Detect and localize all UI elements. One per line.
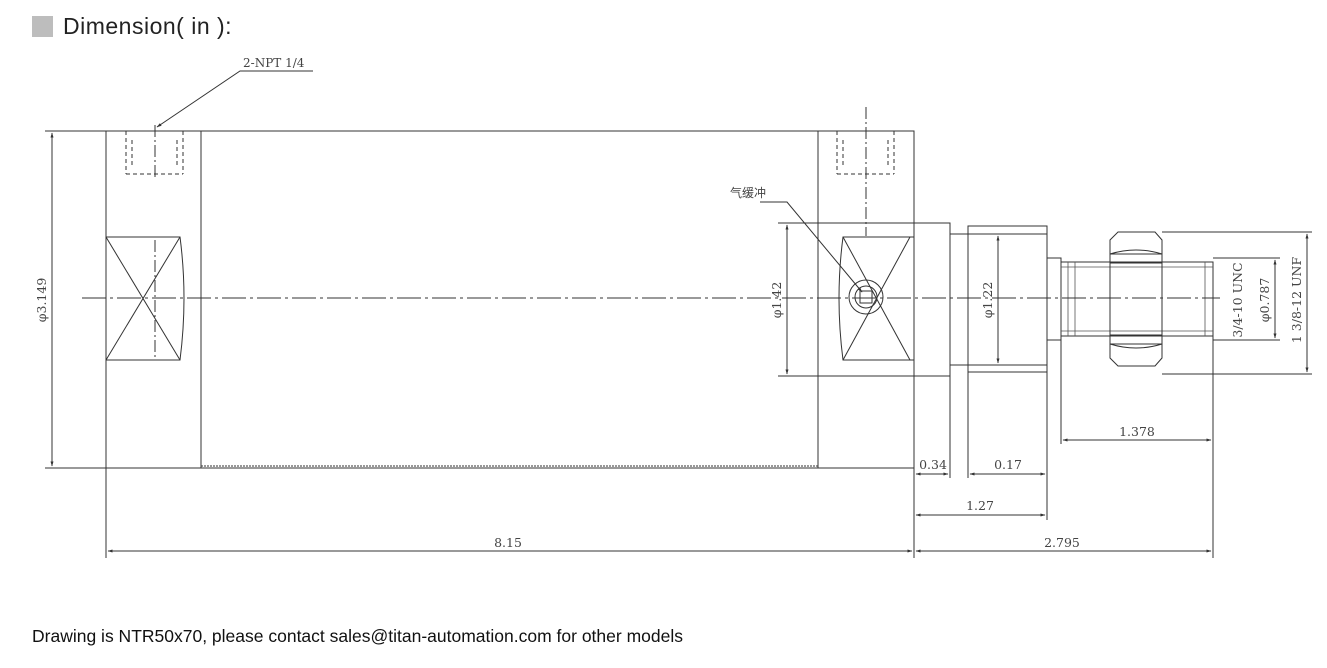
rear-flat: [106, 236, 185, 361]
header-square-icon: [32, 15, 53, 37]
rod-thread-label: 3/4-10 UNC: [1230, 262, 1245, 337]
header-title: Dimension( in ):: [63, 12, 233, 39]
shoulder-length-label: 0.34: [919, 457, 947, 472]
cushion-screw-outer: [848, 279, 884, 315]
nut-thread-label: 1 3/8-12 UNF: [1289, 257, 1304, 344]
cap-length-label: 1.27: [966, 498, 994, 513]
rod-nut: [1109, 231, 1163, 367]
port-callout: 2-NPT 1/4: [243, 56, 305, 70]
cushion-callout: 气缓冲: [730, 185, 766, 200]
footer-note: Drawing is NTR50x70, please contact sale…: [32, 626, 683, 646]
body-diameter-label: φ3.149: [34, 278, 49, 323]
rod-thread-length-label: 1.378: [1119, 424, 1155, 439]
cap-diameter-label: φ1.42: [769, 282, 784, 319]
front-cap: [913, 222, 951, 377]
section-header: Dimension( in ):: [32, 12, 232, 40]
rod: [1060, 261, 1214, 337]
port-leader: [156, 70, 313, 128]
body-length-label: 8.15: [494, 535, 522, 550]
shoulder-diameter-label: φ1.22: [980, 282, 995, 319]
cylinder-body-outline: [105, 130, 915, 469]
rod-total-length-label: 2.795: [1044, 535, 1080, 550]
cushion-leader: [760, 201, 863, 293]
neck-length-label: 0.17: [994, 457, 1022, 472]
rod-diameter-label: φ0.787: [1257, 278, 1272, 323]
rod-collar: [1046, 257, 1062, 341]
